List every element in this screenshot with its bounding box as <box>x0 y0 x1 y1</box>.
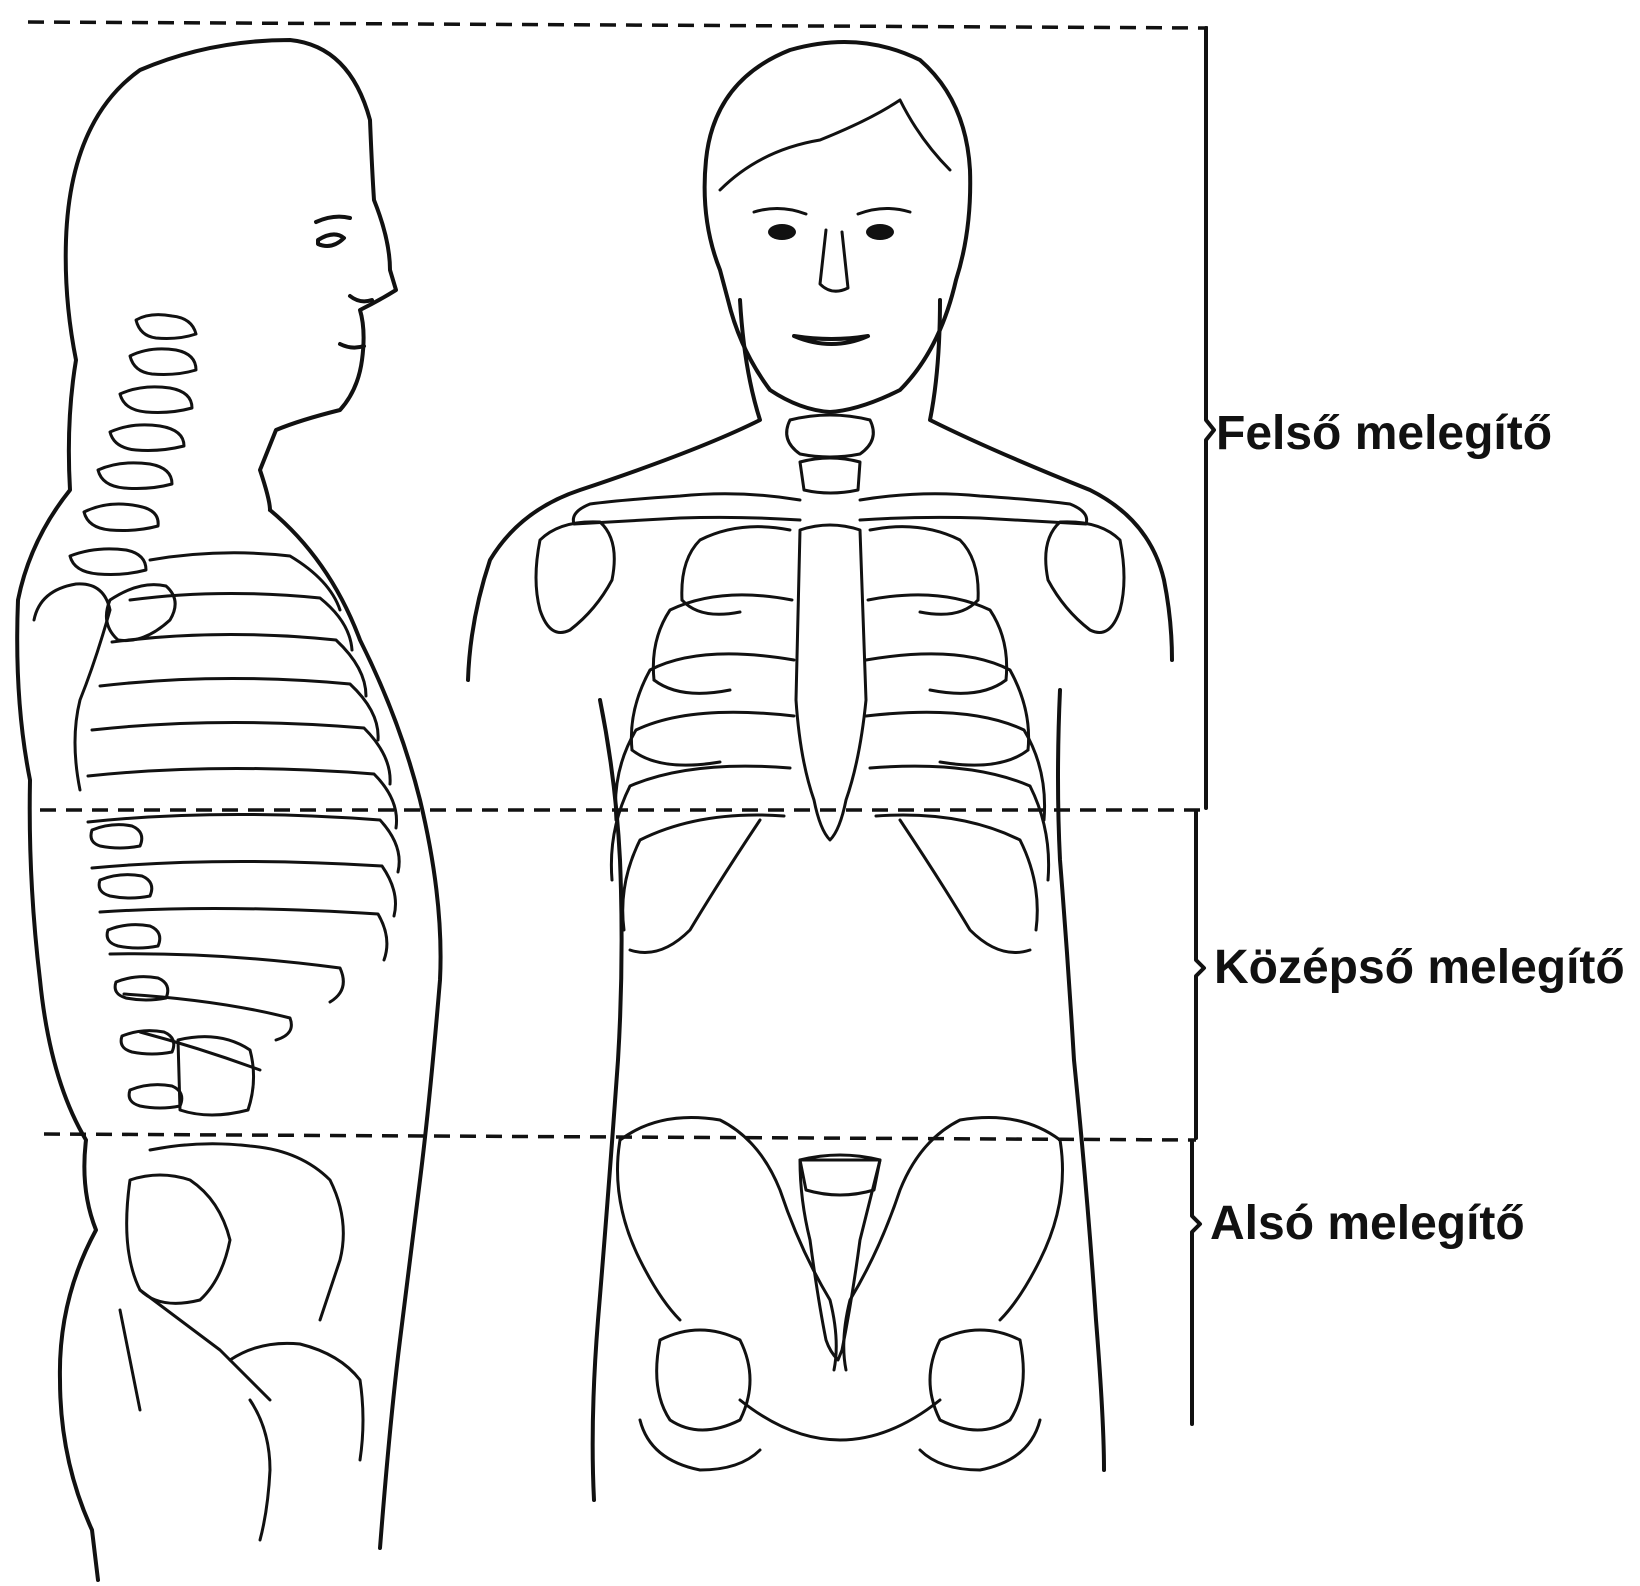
left-shoulder-joint <box>536 522 614 633</box>
side-mouth <box>340 344 364 348</box>
lower-burner-label: Alsó melegítő <box>1210 1196 1525 1251</box>
side-pelvis <box>120 1144 363 1540</box>
front-hairline <box>720 100 950 190</box>
middle-burner-label: Középső melegítő <box>1214 940 1625 995</box>
middle-bracket <box>1196 812 1204 1138</box>
cervical-vertebrae <box>787 415 874 493</box>
left-clavicle <box>573 494 800 524</box>
front-right-ribs <box>866 527 1049 953</box>
right-shoulder-joint <box>1046 522 1124 633</box>
side-eyebrow <box>316 217 350 222</box>
front-mouth <box>794 336 868 344</box>
lower-bracket <box>1192 1142 1200 1424</box>
front-nose <box>820 230 848 291</box>
side-eye-icon <box>318 234 344 246</box>
front-pelvis <box>618 1118 1063 1471</box>
upper-bracket <box>1206 28 1214 808</box>
side-shoulder-joint <box>34 584 110 790</box>
top-boundary-line <box>28 22 1208 28</box>
left-eyebrow <box>754 208 806 214</box>
side-nostril <box>350 296 372 301</box>
front-view-figure <box>468 42 1172 1500</box>
front-left-ribs <box>611 527 794 953</box>
region-boundaries <box>28 22 1208 1140</box>
side-chest-outline <box>270 510 441 1548</box>
right-clavicle <box>860 494 1087 524</box>
side-spine <box>70 315 254 1115</box>
sternum <box>796 525 866 840</box>
side-scapula <box>106 585 175 641</box>
right-eyebrow <box>858 208 910 214</box>
front-torso-left-outline <box>468 300 760 1500</box>
sacrum <box>800 1160 880 1360</box>
left-eye-icon <box>768 224 796 240</box>
upper-burner-label: Felső melegítő <box>1216 406 1552 461</box>
front-torso-right-outline <box>930 300 1172 1470</box>
right-eye-icon <box>866 224 894 240</box>
